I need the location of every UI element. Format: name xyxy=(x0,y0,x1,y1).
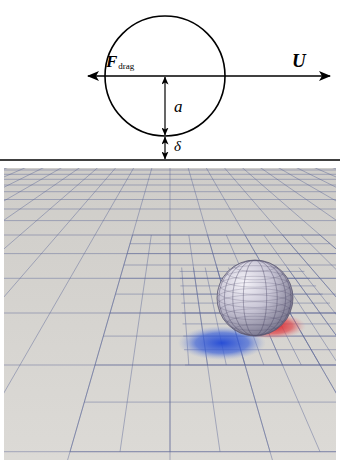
sphere-rim xyxy=(217,260,293,336)
grid-line xyxy=(320,235,336,452)
grid-line xyxy=(4,168,140,460)
force-symbol: F xyxy=(106,53,117,70)
grid-line xyxy=(299,268,336,366)
grid-line xyxy=(4,168,76,460)
grid-line xyxy=(4,168,144,460)
grid-line xyxy=(178,168,337,460)
grid-line xyxy=(185,168,336,460)
grid-line xyxy=(4,168,118,460)
grid-line xyxy=(20,168,166,460)
grid-line xyxy=(196,168,336,460)
radius-arrow xyxy=(164,77,165,135)
grid-line xyxy=(4,168,106,460)
grid-line xyxy=(4,185,336,186)
grid-line xyxy=(4,168,65,460)
grid-line xyxy=(95,365,336,366)
grid-line xyxy=(4,209,336,210)
grid-line xyxy=(4,168,73,460)
grid-line xyxy=(4,168,99,460)
grid-line xyxy=(84,402,336,403)
sphere-latitude xyxy=(222,271,288,287)
grid-line xyxy=(4,168,159,460)
gap-arrow xyxy=(164,137,165,159)
grid-line xyxy=(174,168,320,460)
grid-line xyxy=(4,365,336,366)
grid-line xyxy=(4,168,136,460)
grid-line xyxy=(124,265,336,266)
grid-line xyxy=(287,268,336,366)
sphere-render xyxy=(217,260,293,336)
grid-line xyxy=(4,168,91,460)
sphere-latitude xyxy=(219,302,291,320)
wall-line xyxy=(0,159,340,161)
grid-line xyxy=(170,235,171,452)
sphere-latitude xyxy=(218,282,293,301)
grid-line xyxy=(200,168,336,460)
sphere-longitude xyxy=(219,260,291,336)
grid-line xyxy=(301,235,336,452)
sphere-latitude xyxy=(218,295,293,314)
sphere-longitude xyxy=(233,260,278,336)
grid-line xyxy=(4,168,148,460)
grid-line xyxy=(170,168,171,460)
grid-line xyxy=(4,168,163,460)
grid-line xyxy=(193,168,337,460)
radius-symbol: a xyxy=(174,98,183,115)
grid-line xyxy=(4,191,336,192)
grid-line xyxy=(133,235,321,236)
drag-arrow xyxy=(88,75,165,77)
grid-line xyxy=(127,253,336,254)
grid-line xyxy=(189,168,336,460)
grid-line xyxy=(4,168,69,460)
sphere-latitude xyxy=(222,309,288,325)
mesh-grid xyxy=(4,168,336,460)
grid-line xyxy=(4,168,103,460)
grid-line xyxy=(4,220,336,221)
grid-line xyxy=(286,168,336,460)
grid-line xyxy=(4,168,155,460)
sphere-longitude xyxy=(224,260,285,336)
grid-line xyxy=(4,168,125,460)
grid-line xyxy=(290,168,336,460)
sphere-longitude xyxy=(224,260,285,336)
grid-line xyxy=(211,168,336,460)
force-subscript: drag xyxy=(118,62,134,71)
sphere-latitude xyxy=(219,276,291,294)
grid-line xyxy=(4,451,336,452)
grid-line xyxy=(70,451,336,452)
gap-symbol: δ xyxy=(174,139,181,154)
sphere-longitude xyxy=(233,260,278,336)
sphere-mesh xyxy=(217,260,293,336)
grid-line xyxy=(4,168,121,460)
sphere-latitude xyxy=(227,316,284,330)
grid-line xyxy=(181,168,336,460)
grid-line xyxy=(215,168,336,460)
grid-line xyxy=(4,168,61,460)
grid-line xyxy=(4,199,336,200)
velocity-arrow xyxy=(165,75,330,77)
grid-line xyxy=(4,168,133,460)
grid-line xyxy=(185,365,336,366)
grid-line xyxy=(4,170,336,171)
grid-line xyxy=(4,168,110,460)
grid-line xyxy=(208,168,337,460)
grid-line xyxy=(4,174,336,175)
grid-line xyxy=(4,168,50,460)
grid-line xyxy=(120,235,151,452)
grid-line xyxy=(204,168,336,460)
velocity-symbol: U xyxy=(292,51,306,70)
grid-line xyxy=(4,179,336,180)
grid-line xyxy=(130,243,330,244)
grid-line xyxy=(70,235,133,452)
render-image xyxy=(4,168,336,460)
sphere-longitude xyxy=(219,260,291,336)
grid-line xyxy=(4,168,114,460)
